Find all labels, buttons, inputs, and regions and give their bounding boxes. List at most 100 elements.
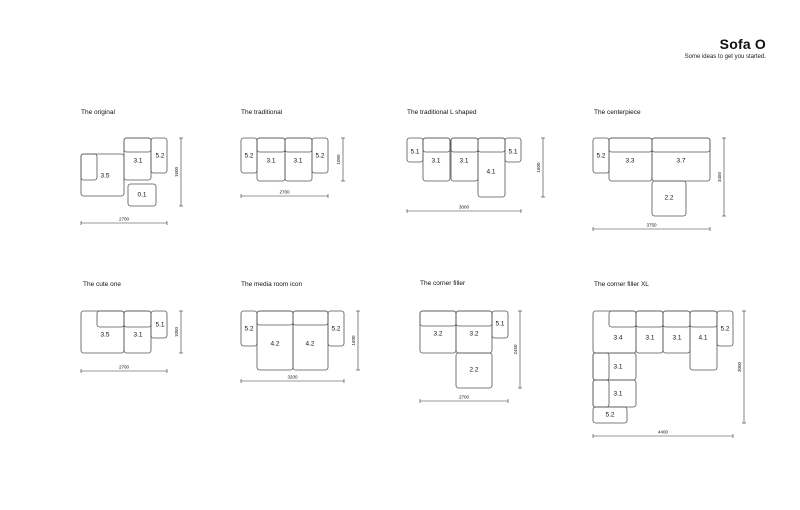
config-7-module-shape-0 xyxy=(608,310,637,328)
config-0-module-label-0: 3.5 xyxy=(100,173,109,180)
config-7-module-label-2: 3.1 xyxy=(672,335,681,342)
config-1-module-label-0: 5.2 xyxy=(244,153,253,160)
config-0-module-shape-4 xyxy=(150,137,168,174)
config-1-module-shape-1 xyxy=(256,137,286,153)
config-6-module-shape-5 xyxy=(455,352,493,389)
config-3-module-label-1: 3.3 xyxy=(625,158,634,165)
config-7-module-shape-8 xyxy=(716,310,734,347)
config-7-module-label-1: 3.1 xyxy=(645,335,654,342)
page-subtitle: Some ideas to get you started. xyxy=(684,54,766,60)
config-4-module-shape-2 xyxy=(123,310,152,328)
config-6-module-shape-4 xyxy=(491,310,509,339)
config-title-centerpiece: The centerpiece xyxy=(594,109,641,116)
config-7-module-label-0: 3.4 xyxy=(613,335,622,342)
config-4-depth-dimension-label: 1050 xyxy=(174,326,179,337)
config-3-module-shape-1 xyxy=(608,137,653,153)
config-7-module-shape-9 xyxy=(592,352,610,381)
config-5-module-shape-5 xyxy=(327,310,345,347)
config-title-traditional: The traditional xyxy=(241,109,283,116)
config-2-module-label-0: 5.1 xyxy=(410,149,419,156)
config-title-corner-filler-xl: The corner filler XL xyxy=(594,281,649,288)
page-title: Sofa O xyxy=(719,36,766,52)
config-5-module-shape-1 xyxy=(256,310,294,326)
config-6-module-shape-0 xyxy=(419,310,457,327)
config-3-width-dimension-label: 3750 xyxy=(646,223,657,228)
config-0-module-shape-0 xyxy=(80,153,98,181)
config-title-media-room: The media room icon xyxy=(241,281,303,288)
config-0-module-label-2: 5.2 xyxy=(155,153,164,160)
config-2-module-label-1: 3.1 xyxy=(431,158,440,165)
config-4-module-label-0: 3.5 xyxy=(100,332,109,339)
config-2-module-shape-7 xyxy=(504,137,522,163)
config-title-cute: The cute one xyxy=(83,281,121,288)
config-1-module-shape-5 xyxy=(311,137,329,174)
config-7-module-shape-1 xyxy=(592,310,637,354)
config-2-module-label-4: 5.1 xyxy=(508,149,517,156)
config-7-module-label-5: 3.1 xyxy=(613,364,622,371)
config-4-module-label-1: 3.1 xyxy=(133,332,142,339)
config-1-width-dimension-label: 2700 xyxy=(279,190,290,195)
config-4-module-label-2: 5.1 xyxy=(155,322,164,329)
config-7-module-shape-6 xyxy=(689,310,718,328)
config-7-module-shape-2 xyxy=(635,310,664,328)
config-3-depth-dimension-label: 3450 xyxy=(717,171,722,182)
config-1-depth-dimension-label: 1050 xyxy=(336,154,341,165)
config-5-module-shape-3 xyxy=(292,310,329,326)
config-7-module-label-3: 4.1 xyxy=(698,335,707,342)
config-2-width-dimension-label: 3000 xyxy=(459,205,470,210)
config-5-module-label-0: 5.2 xyxy=(244,326,253,333)
config-2-module-shape-3 xyxy=(450,137,479,153)
config-7-module-label-6: 3.1 xyxy=(613,391,622,398)
config-4-module-shape-4 xyxy=(150,310,168,339)
config-title-original: The original xyxy=(81,109,115,116)
config-3-module-label-2: 3.7 xyxy=(676,158,685,165)
config-0-width-dimension-label: 2700 xyxy=(119,217,130,222)
config-4-width-dimension-label: 2700 xyxy=(119,365,130,370)
config-2-module-shape-5 xyxy=(477,137,506,153)
config-7-module-shape-4 xyxy=(662,310,691,328)
config-1-module-label-2: 3.1 xyxy=(293,158,302,165)
config-2-module-shape-1 xyxy=(422,137,451,153)
config-2-module-label-2: 3.1 xyxy=(459,158,468,165)
config-6-module-label-1: 3.2 xyxy=(469,331,478,338)
config-2-module-shape-2 xyxy=(422,137,451,182)
config-5-module-label-2: 4.2 xyxy=(305,341,314,348)
config-2-depth-dimension-label: 1600 xyxy=(536,162,541,173)
config-6-module-label-3: 2.2 xyxy=(469,367,478,374)
config-6-depth-dimension-label: 2450 xyxy=(513,344,518,355)
config-5-depth-dimension-label: 1600 xyxy=(351,335,356,346)
config-1-module-shape-3 xyxy=(284,137,313,153)
config-7-module-label-4: 5.2 xyxy=(720,326,729,333)
config-7-module-shape-3 xyxy=(635,310,664,354)
config-6-module-label-0: 3.2 xyxy=(433,331,442,338)
config-title-traditional-l: The traditional L shaped xyxy=(407,109,477,116)
config-7-module-shape-5 xyxy=(662,310,691,354)
config-0-depth-dimension-label: 1600 xyxy=(174,166,179,177)
config-2-module-shape-6 xyxy=(477,137,506,198)
config-3-module-shape-3 xyxy=(651,137,711,153)
config-6-module-label-2: 5.1 xyxy=(495,321,504,328)
config-4-module-shape-0 xyxy=(96,310,125,328)
config-6-width-dimension-label: 2700 xyxy=(459,395,470,400)
config-0-module-label-1: 3.1 xyxy=(133,158,142,165)
config-5-module-label-3: 5.2 xyxy=(331,326,340,333)
config-3-module-label-3: 2.2 xyxy=(664,195,673,202)
config-1-module-label-1: 3.1 xyxy=(266,158,275,165)
config-7-module-label-7: 5.2 xyxy=(605,412,614,419)
config-0-module-shape-5 xyxy=(127,183,157,207)
config-title-corner-filler: The corner filler xyxy=(420,280,466,287)
config-7-width-dimension-label: 4400 xyxy=(658,430,669,435)
config-3-module-label-0: 5.2 xyxy=(596,153,605,160)
config-3-module-shape-5 xyxy=(651,180,687,217)
config-0-module-label-3: 0.1 xyxy=(137,192,146,199)
config-5-width-dimension-label: 3200 xyxy=(287,375,298,380)
config-7-depth-dimension-label: 3000 xyxy=(737,361,742,372)
config-2-module-label-3: 4.1 xyxy=(486,169,495,176)
config-6-module-shape-2 xyxy=(455,310,493,327)
config-7-module-shape-11 xyxy=(592,379,610,408)
config-0-module-shape-2 xyxy=(123,137,152,153)
config-5-module-label-1: 4.2 xyxy=(270,341,279,348)
config-1-module-label-3: 5.2 xyxy=(315,153,324,160)
config-7-module-shape-13 xyxy=(592,406,628,424)
